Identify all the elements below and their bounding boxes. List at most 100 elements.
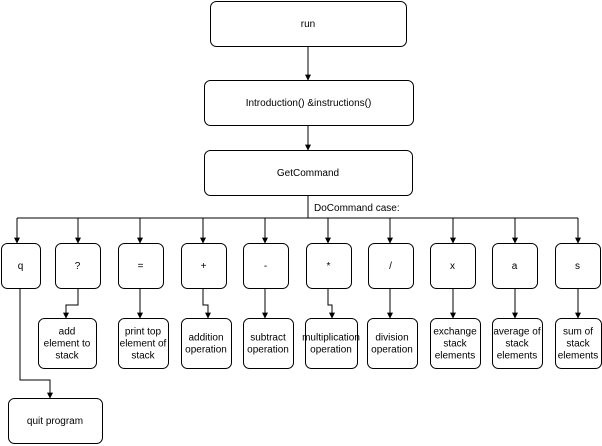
node-label-line: a [512, 261, 518, 272]
node-label-line: s [575, 261, 580, 272]
node-cmd-x: x [430, 243, 476, 289]
node-box-act-x [430, 318, 481, 369]
node-label-cmd-a: a [512, 261, 518, 272]
node-label-line: operation [185, 345, 227, 356]
node-cmd-add: + [181, 243, 227, 289]
node-label-line: q [18, 261, 24, 272]
node-box-act-help [38, 318, 97, 369]
node-box-act-quit [8, 398, 103, 444]
node-label-cmd-mul: * [327, 261, 331, 272]
node-cmd-q: q [1, 243, 41, 289]
node-box-act-sub [243, 318, 294, 369]
node-label-line: addition [188, 333, 223, 344]
node-getcommand: GetCommand [204, 150, 413, 196]
node-label-line: x [450, 261, 455, 272]
node-label-getcommand: GetCommand [277, 168, 339, 179]
edges-layer: DoCommand case: [14, 46, 581, 399]
node-box-cmd-a [492, 243, 538, 289]
node-label-line: - [264, 261, 267, 272]
node-box-act-mul [305, 318, 358, 369]
node-label-line: division [375, 333, 408, 344]
node-label-line: / [389, 261, 392, 272]
node-cmd-div: / [368, 243, 414, 289]
edge-cmd-help-to-act-help [63, 288, 79, 319]
node-cmd-a: a [492, 243, 538, 289]
node-label-line: print top [125, 327, 162, 338]
node-label-line: element of [120, 339, 167, 350]
node-cmd-help: ? [55, 243, 101, 289]
node-box-cmd-help [55, 243, 101, 289]
node-box-act-add [181, 318, 232, 369]
edge-cmd-mul-to-act-mul [327, 288, 335, 319]
node-label-cmd-x: x [450, 261, 455, 272]
node-box-cmd-print [118, 243, 164, 289]
node-label-line: sum of [563, 327, 593, 338]
node-run: run [210, 1, 407, 47]
node-box-cmd-s [555, 243, 601, 289]
node-box-act-print [118, 318, 169, 369]
node-label-cmd-add: + [201, 261, 207, 272]
node-label-act-quit: quit program [27, 416, 83, 427]
node-label-cmd-print: = [138, 261, 144, 272]
node-label-line: average of [493, 327, 540, 338]
node-box-cmd-x [430, 243, 476, 289]
node-label-cmd-div: / [389, 261, 392, 272]
node-label-line: elements [558, 351, 599, 362]
node-label-line: quit program [27, 416, 83, 427]
node-box-act-div [367, 318, 418, 369]
node-intro: Introduction() &instructions() [204, 80, 414, 126]
node-label-line: exchange [433, 327, 477, 338]
node-label-line: operation [371, 345, 413, 356]
node-cmd-s: s [555, 243, 601, 289]
node-label-line: operation [310, 345, 352, 356]
node-label-line: ? [75, 261, 81, 272]
node-cmd-sub: - [243, 243, 289, 289]
node-label-line: GetCommand [277, 168, 339, 179]
node-box-getcommand [204, 150, 413, 196]
node-label-line: + [201, 261, 207, 272]
node-box-run [210, 1, 407, 47]
node-label-line: stack [131, 351, 155, 362]
node-label-line: = [138, 261, 144, 272]
node-label-cmd-s: s [575, 261, 580, 272]
node-label-line: operation [247, 345, 289, 356]
node-label-line: Introduction() &instructions() [246, 98, 372, 109]
node-label-line: element to [44, 339, 91, 350]
node-label-line: stack [566, 339, 590, 350]
edge-cmd-q-to-act-quit [19, 288, 53, 399]
node-cmd-print: = [118, 243, 164, 289]
node-box-cmd-mul [306, 243, 352, 289]
node-box-cmd-add [181, 243, 227, 289]
node-box-act-a [492, 318, 543, 369]
node-box-cmd-q [1, 243, 41, 289]
node-label-line: elements [435, 351, 476, 362]
node-label-cmd-help: ? [75, 261, 81, 272]
node-label-line: * [327, 261, 331, 272]
node-label-line: stack [443, 339, 467, 350]
node-label-intro: Introduction() &instructions() [246, 98, 372, 109]
node-label-line: stack [55, 351, 79, 362]
edge-label-docommand-case: DoCommand case: [314, 203, 400, 214]
node-label-line: elements [497, 351, 538, 362]
node-box-intro [204, 80, 414, 126]
node-box-cmd-div [368, 243, 414, 289]
node-label-line: subtract [250, 333, 286, 344]
node-label-cmd-sub: - [264, 261, 267, 272]
node-label-line: run [301, 19, 315, 30]
